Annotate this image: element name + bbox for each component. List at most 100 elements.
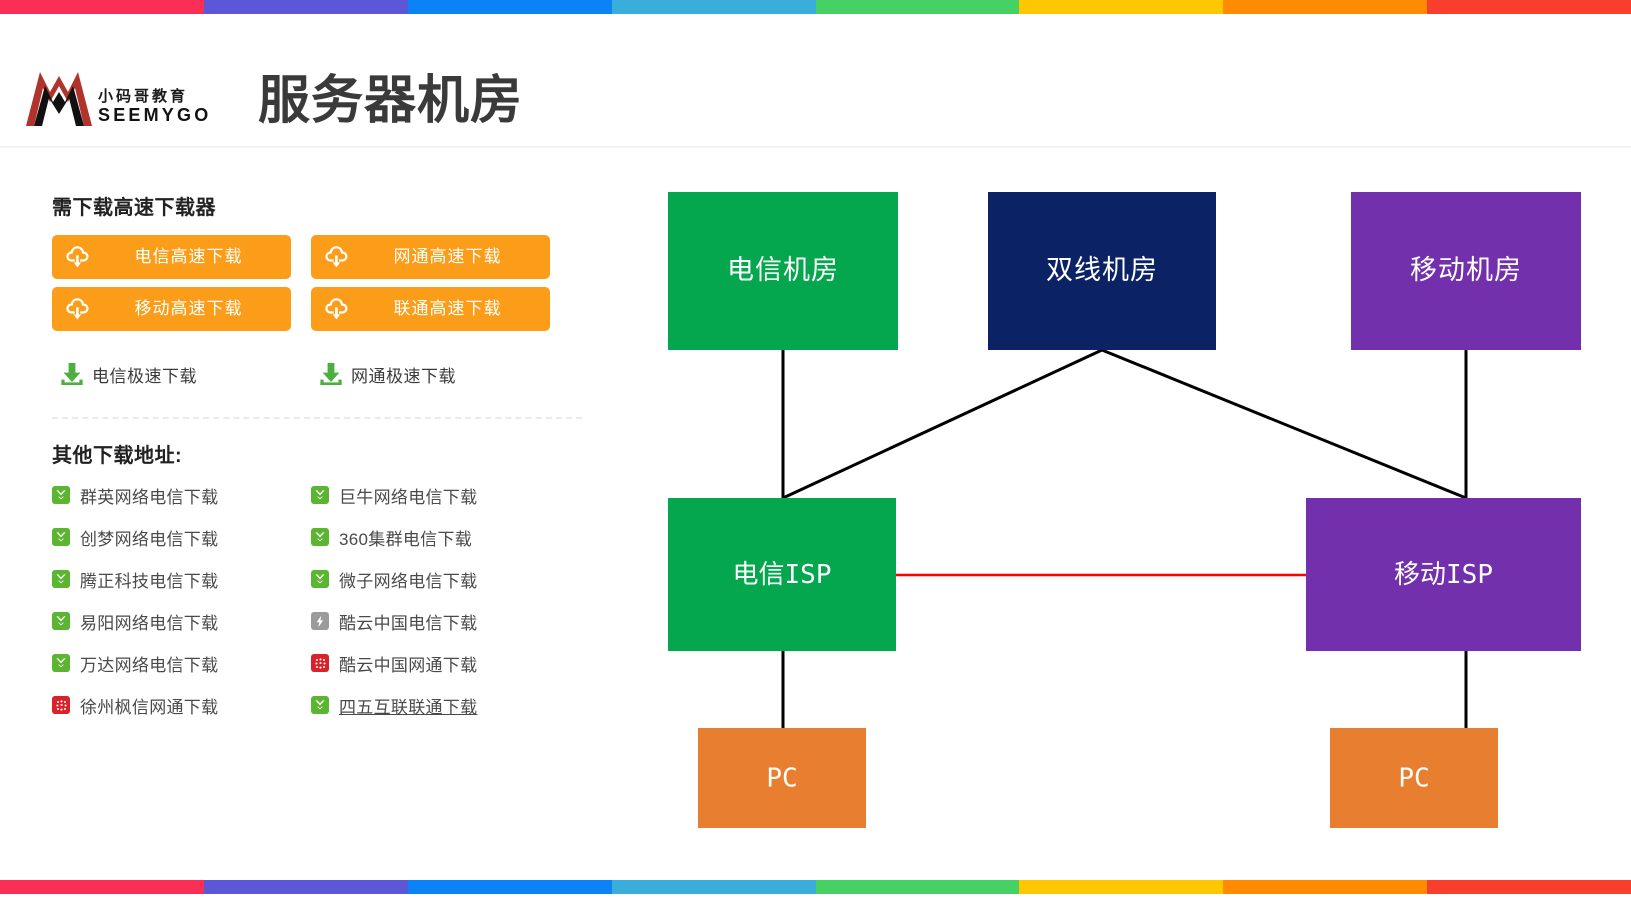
fast-download-button-2[interactable]: 网通高速下载: [311, 235, 550, 279]
color-bar-segment-4: [611, 0, 816, 14]
color-bar-segment-8: [1427, 0, 1631, 14]
diagram-node-pc-right[interactable]: PC: [1330, 728, 1498, 828]
download-badge-green-icon: [311, 570, 329, 588]
other-download-link-12[interactable]: 四五互联联通下载: [311, 687, 550, 723]
download-badge-green-icon: [52, 570, 70, 588]
diagram-node-telecom-idc[interactable]: 电信机房: [668, 192, 898, 350]
diagram-link-dual-line-idc-to-mobile-isp: [1101, 348, 1467, 500]
color-bar-segment-6: [1019, 0, 1224, 14]
express-download-link-1[interactable]: 电信极速下载: [52, 357, 291, 391]
color-bar-segment-5: [815, 880, 1020, 894]
color-bar-segment-2: [203, 0, 408, 14]
other-download-link-2[interactable]: 巨牛网络电信下载: [311, 477, 550, 513]
cloud-download-icon: [311, 245, 363, 269]
diagram-node-dual-line-idc[interactable]: 双线机房: [988, 192, 1216, 350]
fast-download-button-label: 联通高速下载: [393, 299, 502, 318]
diagram-node-box: [698, 728, 866, 828]
download-badge-green-icon: [311, 486, 329, 504]
diagram-node-telecom-isp[interactable]: 电信ISP: [668, 498, 896, 651]
other-download-label: 微子网络电信下载: [339, 571, 478, 591]
fast-download-button-1[interactable]: 电信高速下载: [52, 235, 291, 279]
other-download-label: 群英网络电信下载: [80, 487, 219, 507]
brand-wordmark: 小码哥教育 SEEMYGO: [98, 88, 211, 126]
color-bar-segment-7: [1223, 0, 1428, 14]
color-bar-segment-2: [203, 880, 408, 894]
download-tray-icon: [320, 363, 342, 385]
cloud-download-icon: [66, 246, 89, 268]
diagram-node-mobile-idc[interactable]: 移动机房: [1351, 192, 1581, 350]
cloud-download-icon: [52, 297, 104, 321]
other-download-label: 徐州枫信网通下载: [80, 697, 219, 717]
other-download-link-5[interactable]: 腾正科技电信下载: [52, 561, 291, 597]
download-badge-green-icon: [52, 486, 70, 504]
diagram-node-mobile-isp[interactable]: 移动ISP: [1306, 498, 1581, 651]
other-downloads-title: 其他下载地址:: [52, 445, 183, 467]
link-badge-icon: [311, 696, 339, 714]
diagram-node-box: [1351, 192, 1581, 350]
color-bar-segment-8: [1427, 880, 1631, 894]
download-panel: 需下载高速下载器 电信高速下载 网通高速下载 移动高速下载 联通高速下载 电信极…: [52, 195, 582, 723]
diagram-node-box: [668, 498, 896, 651]
download-badge-dots-icon: [52, 696, 70, 714]
other-download-label: 创梦网络电信下载: [80, 529, 219, 549]
brand-en-text: SEEMYGO: [98, 105, 212, 125]
diagram-node-label: 移动ISP: [1394, 560, 1493, 590]
cloud-download-icon: [325, 246, 348, 268]
diagram-node-label: PC: [1398, 764, 1429, 794]
other-download-link-4[interactable]: 360集群电信下载: [311, 519, 550, 555]
network-diagram: 电信机房 双线机房 移动机房电信ISP 移动ISP PC PC: [620, 160, 1620, 860]
link-badge-icon: [52, 528, 80, 546]
fast-download-button-label: 移动高速下载: [134, 299, 243, 318]
fast-download-button-label: 网通高速下载: [393, 247, 502, 266]
link-badge-icon: [52, 654, 80, 672]
download-badge-dots-icon: [311, 654, 329, 672]
page-header: 小码哥教育 SEEMYGO 服务器机房: [0, 14, 1631, 148]
express-download-link-2[interactable]: 网通极速下载: [311, 357, 550, 391]
other-download-link-grid: 群英网络电信下载 巨牛网络电信下载 创梦网络电信下载 360集群电信下载 腾正科…: [52, 477, 582, 723]
cloud-download-icon: [325, 298, 348, 320]
download-tray-icon: [311, 361, 351, 387]
color-bar-segment-6: [1019, 880, 1224, 894]
cloud-download-icon: [311, 297, 363, 321]
other-download-label: 万达网络电信下载: [80, 655, 219, 675]
other-download-link-1[interactable]: 群英网络电信下载: [52, 477, 291, 513]
diagram-node-label: 电信ISP: [733, 560, 832, 590]
link-badge-icon: [311, 654, 339, 672]
color-bar-segment-7: [1223, 880, 1428, 894]
top-color-bar: [0, 0, 1631, 14]
download-badge-green-icon: [311, 528, 329, 546]
download-tray-icon: [52, 361, 92, 387]
cloud-download-icon: [66, 298, 89, 320]
express-download-label: 电信极速下载: [92, 366, 197, 386]
link-badge-icon: [311, 612, 339, 630]
download-badge-green-icon: [52, 612, 70, 630]
other-download-link-8[interactable]: 酷云中国电信下载: [311, 603, 550, 639]
fast-download-button-3[interactable]: 移动高速下载: [52, 287, 291, 331]
download-badge-green-icon: [311, 696, 329, 714]
link-badge-icon: [52, 486, 80, 504]
brand-cn-text: 小码哥教育: [98, 88, 189, 105]
diagram-link-dual-line-idc-to-telecom-isp: [782, 348, 1103, 500]
diagram-node-label: PC: [766, 764, 797, 794]
fast-download-button-4[interactable]: 联通高速下载: [311, 287, 550, 331]
download-badge-green-icon: [52, 528, 70, 546]
other-download-label: 酷云中国网通下载: [339, 655, 478, 675]
diagram-node-pc-left[interactable]: PC: [698, 728, 866, 828]
diagram-node-box: [1306, 498, 1581, 651]
other-download-link-7[interactable]: 易阳网络电信下载: [52, 603, 291, 639]
diagram-node-label: 双线机房: [1046, 255, 1158, 285]
link-badge-icon: [52, 570, 80, 588]
other-download-link-3[interactable]: 创梦网络电信下载: [52, 519, 291, 555]
link-badge-icon: [52, 612, 80, 630]
other-download-link-11[interactable]: 徐州枫信网通下载: [52, 687, 291, 723]
other-download-link-9[interactable]: 万达网络电信下载: [52, 645, 291, 681]
color-bar-segment-1: [0, 880, 204, 894]
brand-logo: 小码哥教育 SEEMYGO: [22, 66, 211, 128]
page-title: 服务器机房: [258, 71, 524, 131]
diagram-node-box: [988, 192, 1216, 350]
other-download-link-6[interactable]: 微子网络电信下载: [311, 561, 550, 597]
other-download-link-10[interactable]: 酷云中国网通下载: [311, 645, 550, 681]
link-badge-icon: [52, 696, 80, 714]
section-divider: [52, 417, 582, 419]
